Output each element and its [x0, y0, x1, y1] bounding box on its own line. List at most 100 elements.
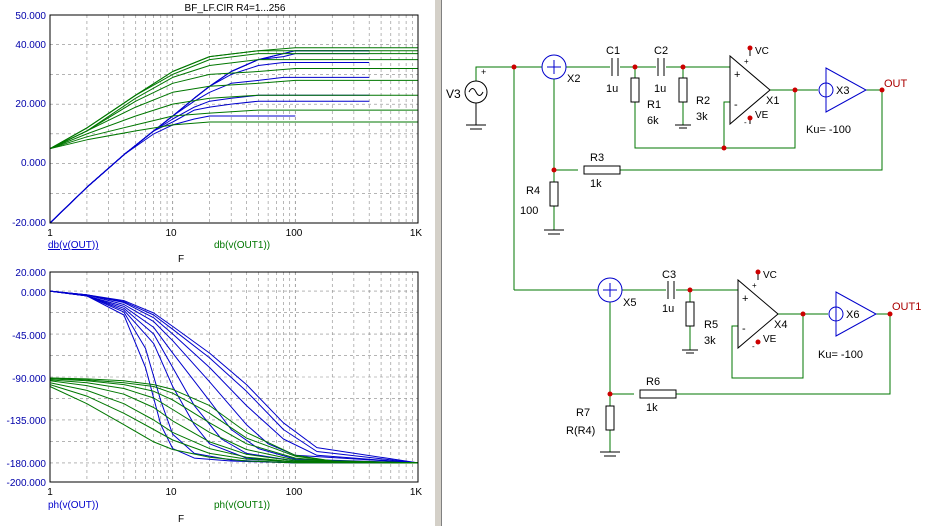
schematic-diagram: + V3 X2 X5 C1 1u C2 1u [446, 45, 921, 457]
x6-label: X6 [846, 309, 859, 321]
c2-value: 1u [654, 83, 666, 95]
phase-legend-blue[interactable]: ph(v(OUT)) [48, 500, 99, 511]
phase-blue-curve [49, 290, 419, 464]
r4-value: 100 [520, 205, 538, 217]
r2-name: R2 [696, 95, 710, 107]
ph-ytick-180: -180.000 [7, 459, 47, 470]
opamp-x4[interactable]: + - + - [737, 272, 779, 351]
phase-green-curve [49, 378, 419, 464]
magnitude-green-curve [49, 109, 418, 150]
opamp-x1-label: X1 [766, 95, 779, 107]
phase-blue-curve [49, 290, 419, 464]
r3-value: 1k [590, 178, 602, 190]
opamp-x1[interactable]: + - + - [729, 48, 771, 127]
mag-xtick-10: 10 [165, 228, 177, 239]
mag-xtick-1: 1 [47, 228, 53, 239]
plot-title: BF_LF.CIR R4=1...256 [185, 3, 286, 14]
magnitude-x-axis-labels: 1 10 100 1K [47, 228, 422, 239]
ph-xtick-1k: 1K [410, 487, 423, 498]
capacitor-c1[interactable] [611, 58, 619, 76]
mag-xtick-100: 100 [286, 228, 303, 239]
ph-ytick-90: -90.000 [12, 374, 46, 385]
phase-green-curve [49, 380, 419, 464]
c1-name: C1 [606, 45, 620, 57]
r6-value: 1k [646, 402, 658, 414]
ph-ytick-0: 0.000 [21, 288, 46, 299]
r1-name: R1 [647, 99, 661, 111]
r5-value: 3k [704, 335, 716, 347]
wire-opamp1-feedback [723, 101, 730, 148]
resistor-r1[interactable] [630, 77, 640, 103]
magnitude-green-curve [49, 79, 418, 150]
mag-ytick-50: 50.000 [15, 11, 46, 22]
r2-value: 3k [696, 111, 708, 123]
opamp-x4-vc: VC [763, 270, 777, 281]
magnitude-green-curve [49, 47, 418, 150]
resistor-r3[interactable] [583, 165, 621, 175]
magnitude-legend-blue[interactable]: db(v(OUT)) [48, 240, 99, 251]
x5-label: X5 [623, 297, 636, 309]
wire-r3-to-r4 [553, 80, 578, 171]
magnitude-green-curve [49, 94, 418, 150]
ku2-label: Ku= -100 [818, 349, 863, 361]
wire-r6-to-r7 [609, 302, 634, 395]
v3-source[interactable]: + [464, 67, 488, 130]
phase-green-curve [49, 382, 419, 464]
resistor-r7[interactable] [605, 405, 615, 431]
schematic-panel: + V3 X2 X5 C1 1u C2 1u [442, 0, 930, 526]
mag-ytick-40: 40.000 [15, 40, 46, 51]
wire-opamp2-feedback [731, 314, 804, 379]
opamp-x1-vc: VC [755, 46, 769, 57]
resistor-r6[interactable] [639, 389, 677, 399]
magnitude-green-curve [49, 121, 418, 150]
svg-text:-: - [744, 118, 747, 127]
phase-legend-green[interactable]: ph(v(OUT1)) [214, 500, 270, 511]
magnitude-blue-curve [49, 115, 296, 224]
resistor-r4[interactable] [549, 181, 559, 207]
r1-value: 6k [647, 115, 659, 127]
out-label: OUT [884, 78, 908, 90]
v3-label: V3 [446, 87, 461, 101]
phase-x-axis-label: F [178, 514, 184, 525]
svg-text:+: + [744, 57, 749, 66]
ph-xtick-1: 1 [47, 487, 53, 498]
svg-text:-: - [742, 323, 746, 335]
r3-name: R3 [590, 152, 604, 164]
c1-value: 1u [606, 83, 618, 95]
phase-curves [49, 290, 419, 464]
svg-text:+: + [481, 67, 486, 77]
svg-text:+: + [752, 281, 757, 290]
amplifier-x6[interactable] [828, 291, 878, 337]
phase-green-curve [49, 377, 419, 464]
magnitude-green-curve [49, 59, 418, 150]
opamp-x4-ve: VE [763, 334, 777, 345]
opamp-x1-ve: VE [755, 110, 769, 121]
magnitude-plot-frame [49, 14, 419, 224]
capacitor-c2[interactable] [657, 58, 665, 76]
amplifier-x3[interactable] [818, 67, 868, 113]
magnitude-green-curve [49, 68, 418, 150]
summer-x5[interactable] [597, 277, 623, 303]
wire-v3-to-x2 [475, 66, 542, 82]
r7-value: R(R4) [566, 425, 595, 437]
phase-green-curve [49, 384, 419, 464]
r5-name: R5 [704, 319, 718, 331]
plot-panel: BF_LF.CIR R4=1...256 50.000 40.000 20.00… [0, 0, 434, 526]
r6-name: R6 [646, 376, 660, 388]
summer-x2[interactable] [541, 54, 567, 90]
capacitor-c3[interactable] [667, 281, 675, 299]
opamp-x4-label: X4 [774, 319, 787, 331]
c2-name: C2 [654, 45, 668, 57]
ku1-label: Ku= -100 [806, 124, 851, 136]
wire-r1-loop [634, 67, 796, 149]
magnitude-legend-green[interactable]: db(v(OUT1)) [214, 240, 270, 251]
svg-text:-: - [752, 342, 755, 351]
resistor-r2[interactable] [678, 77, 688, 103]
r4-name: R4 [526, 185, 540, 197]
panel-splitter[interactable] [434, 0, 442, 526]
mag-ytick-neg20: -20.000 [12, 218, 46, 229]
svg-text:+: + [742, 293, 748, 305]
resistor-r5[interactable] [685, 301, 695, 327]
r7-name: R7 [576, 407, 590, 419]
ph-ytick-20: 20.000 [15, 268, 46, 279]
